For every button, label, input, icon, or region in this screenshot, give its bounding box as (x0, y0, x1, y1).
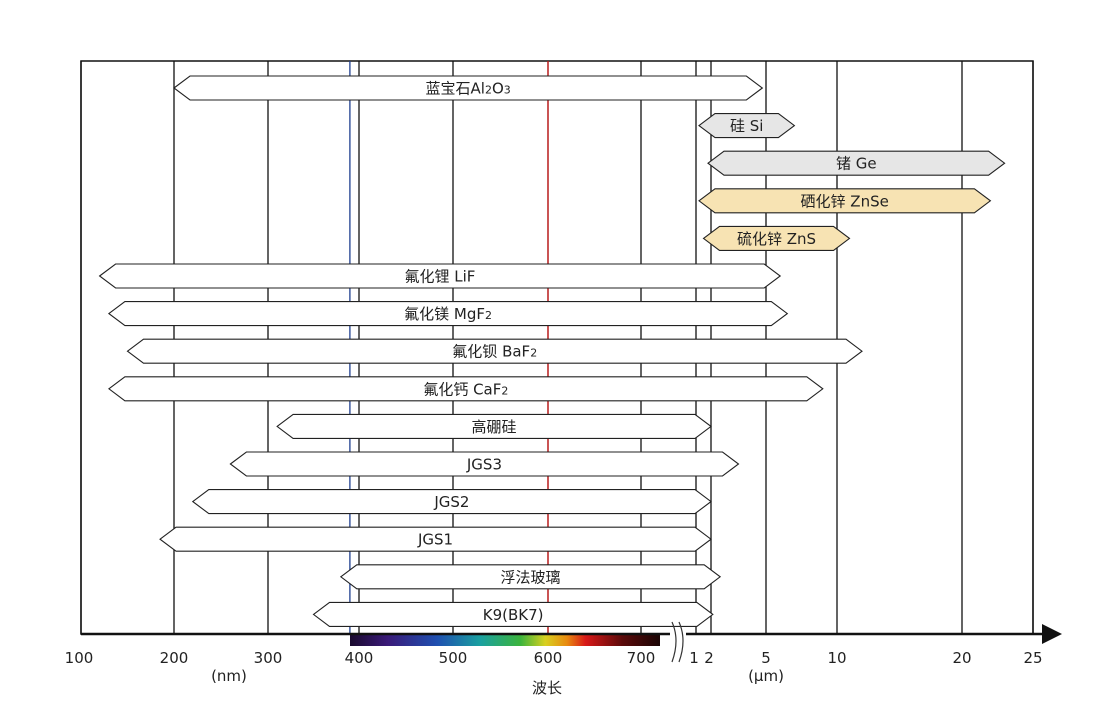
x-tick-label: 2 (704, 649, 714, 667)
range-bar-shape (698, 113, 796, 139)
x-tick-label: 400 (345, 649, 374, 667)
range-bar: 浮法玻璃 (339, 564, 722, 590)
range-bar: 氟化镁 MgF2 (107, 301, 789, 327)
x-tick-label: 200 (160, 649, 189, 667)
range-bar-shape (229, 451, 740, 477)
range-bar-shape (312, 601, 714, 627)
range-bar-shape (107, 376, 824, 402)
range-bar-label: 硒化锌 ZnSe (801, 192, 889, 210)
x-tick-label: 10 (827, 649, 846, 667)
range-bar-shape (707, 150, 1006, 176)
range-bar-shape (702, 225, 851, 251)
x-axis-title: 波长 (532, 679, 562, 697)
range-bar-label: 锗 Ge (836, 155, 877, 173)
x-tick-label: 20 (952, 649, 971, 667)
range-bar-label: JGS2 (433, 493, 469, 511)
range-bar-label: 高硼硅 (472, 418, 517, 436)
range-bar: 氟化锂 LiF (98, 263, 782, 289)
range-bar-label: 氟化锂 LiF (404, 268, 475, 286)
range-bar-label: 浮法玻璃 (500, 568, 560, 586)
range-bar-shape (98, 263, 782, 289)
range-bar: 氟化钡 BaF2 (126, 338, 863, 364)
x-tick-label: 1 (689, 649, 699, 667)
range-bar-shape (173, 75, 764, 101)
range-bar-label: 氟化钙 CaF2 (423, 380, 508, 398)
range-bar-label: 氟化钡 BaF2 (452, 343, 537, 361)
x-axis (81, 621, 1062, 663)
axis-break-mark (671, 621, 677, 663)
range-bar: JGS1 (159, 526, 712, 552)
range-bars: 蓝宝石Al2O3 硅 Si 锗 Ge 硒化锌 ZnSe 硫化锌 ZnS 氟化锂 LiF 氟化… (98, 75, 1006, 627)
range-bar-label: K9(BK7) (483, 606, 544, 624)
x-tick-label: 300 (254, 649, 283, 667)
range-bar-shape (159, 526, 712, 552)
range-bar: JGS3 (229, 451, 740, 477)
range-bar-label: 硅 Si (730, 117, 763, 135)
x-tick-label: 500 (439, 649, 468, 667)
range-bar: JGS2 (191, 489, 712, 515)
unit-label-um: (µm) (748, 667, 784, 685)
range-bar: 锗 Ge (707, 150, 1006, 176)
range-bar: 硅 Si (698, 113, 796, 139)
range-bar-label: 蓝宝石Al2O3 (426, 80, 511, 98)
visible-spectrum-band (350, 634, 660, 646)
x-tick-label: 600 (534, 649, 563, 667)
range-bar-shape (191, 489, 712, 515)
range-bar-shape (698, 188, 992, 214)
axis-break-gap (670, 630, 686, 638)
x-axis-arrow (1042, 624, 1062, 644)
range-bar-shape (276, 413, 712, 439)
range-bar-shape (107, 301, 789, 327)
range-bar: 蓝宝石Al2O3 (173, 75, 764, 101)
range-bar-label: JGS1 (417, 531, 453, 549)
range-bar-label: JGS3 (466, 456, 502, 474)
range-bar: 氟化钙 CaF2 (107, 376, 824, 402)
range-bar-label: 硫化锌 ZnS (737, 230, 816, 248)
range-bar: 硒化锌 ZnSe (698, 188, 992, 214)
x-tick-label: 5 (761, 649, 771, 667)
range-bar-shape (339, 564, 722, 590)
range-bar: 硫化锌 ZnS (702, 225, 851, 251)
range-bar: 高硼硅 (276, 413, 712, 439)
range-bar-shape (126, 338, 863, 364)
range-bar-label: 氟化镁 MgF2 (404, 305, 492, 323)
range-bar: K9(BK7) (312, 601, 714, 627)
x-tick-label: 700 (627, 649, 656, 667)
unit-label-nm: (nm) (211, 667, 247, 685)
axis-break-mark (678, 621, 684, 663)
x-tick-label: 25 (1023, 649, 1042, 667)
x-tick-label: 100 (65, 649, 94, 667)
